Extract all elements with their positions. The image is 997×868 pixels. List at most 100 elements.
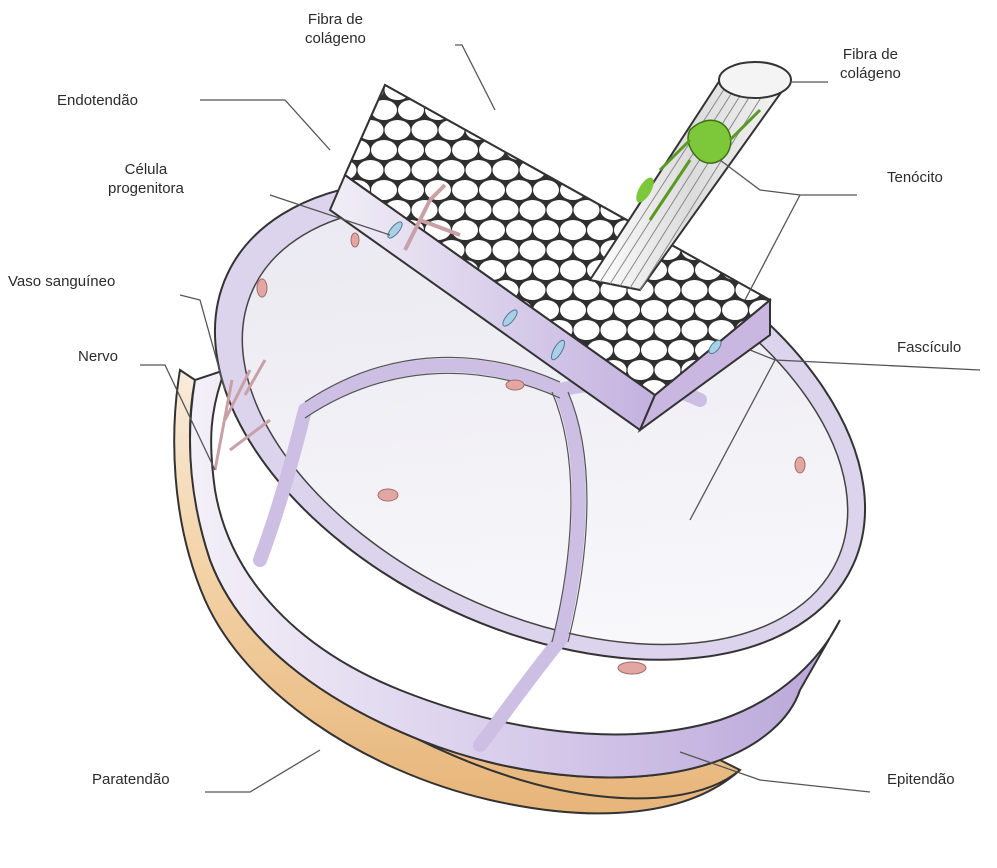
collagen-fiber <box>479 180 505 200</box>
collagen-fiber <box>533 180 559 200</box>
collagen-fiber <box>385 160 411 180</box>
collagen-fiber <box>493 240 519 260</box>
collagen-fiber <box>452 180 478 200</box>
collagen-fiber <box>628 160 654 180</box>
collagen-fiber <box>614 100 640 120</box>
collagen-fiber <box>425 140 451 160</box>
collagen-fiber <box>493 80 519 100</box>
collagen-fiber <box>722 180 748 200</box>
collagen-fiber <box>574 280 600 300</box>
collagen-fiber <box>520 280 546 300</box>
collagen-fiber <box>641 300 667 320</box>
collagen-fiber <box>695 60 721 80</box>
collagen-fiber <box>371 140 397 160</box>
collagen-fiber <box>736 200 762 220</box>
collagen-fiber <box>601 80 627 100</box>
collagen-fiber <box>547 200 573 220</box>
collagen-fiber <box>682 320 708 340</box>
collagen-fiber <box>776 140 802 160</box>
collagen-fiber <box>655 320 681 340</box>
collagen-fiber <box>398 180 424 200</box>
collagen-fiber <box>533 100 559 120</box>
collagen-fiber <box>412 120 438 140</box>
collagen-fiber <box>587 140 613 160</box>
collagen-fiber <box>331 120 357 140</box>
collagen-fiber <box>736 240 762 260</box>
collagen-fiber <box>655 280 681 300</box>
collagen-fiber <box>331 80 357 100</box>
collagen-fiber <box>749 260 775 280</box>
collagen-fiber <box>506 220 532 240</box>
label-line: progenitora <box>108 179 184 198</box>
collagen-fiber <box>668 260 694 280</box>
collagen-fiber <box>533 140 559 160</box>
collagen-fiber <box>614 140 640 160</box>
collagen-fiber <box>547 120 573 140</box>
collagen-fiber <box>520 120 546 140</box>
collagen-fiber <box>317 60 343 80</box>
collagen-fiber <box>668 60 694 80</box>
collagen-fiber <box>628 320 654 340</box>
collagen-fiber <box>344 100 370 120</box>
collagen-fiber <box>749 220 775 240</box>
collagen-fiber <box>695 220 721 240</box>
collagen-fiber <box>560 300 586 320</box>
collagen-fiber <box>574 120 600 140</box>
collagen-fiber <box>547 280 573 300</box>
collagen-fiber <box>682 280 708 300</box>
collagen-fiber <box>641 100 667 120</box>
collagen-fiber <box>601 120 627 140</box>
collagen-fiber <box>547 240 573 260</box>
collagen-fiber <box>709 280 735 300</box>
collagen-fiber <box>466 200 492 220</box>
collagen-fiber <box>668 300 694 320</box>
label-line: colágeno <box>305 29 366 48</box>
collagen-fiber <box>655 80 681 100</box>
collagen-fiber <box>560 140 586 160</box>
collagen-fiber <box>776 300 802 320</box>
collagen-fiber <box>452 140 478 160</box>
collagen-fiber <box>398 60 424 80</box>
collagen-fiber <box>520 80 546 100</box>
collagen-fiber <box>749 140 775 160</box>
collagen-fiber <box>574 320 600 340</box>
collagen-fiber <box>574 160 600 180</box>
label-line: Célula <box>108 160 184 179</box>
collagen-fiber <box>641 60 667 80</box>
collagen-fiber <box>533 260 559 280</box>
collagen-fiber <box>398 140 424 160</box>
collagen-fiber <box>614 180 640 200</box>
collagen-fiber <box>587 180 613 200</box>
collagen-fiber <box>776 220 802 240</box>
collagen-fiber <box>668 340 694 360</box>
collagen-fiber <box>614 300 640 320</box>
collagen-fiber <box>317 100 343 120</box>
collagen-fiber <box>493 200 519 220</box>
collagen-fiber <box>466 80 492 100</box>
collagen-fiber <box>412 160 438 180</box>
collagen-fiber <box>506 180 532 200</box>
collagen-fiber <box>560 220 586 240</box>
collagen-fiber <box>493 160 519 180</box>
collagen-fiber <box>587 300 613 320</box>
collagen-fiber <box>439 80 465 100</box>
label-tenocyte: Tenócito <box>887 168 943 187</box>
collagen-fiber <box>614 340 640 360</box>
collagen-fiber <box>709 200 735 220</box>
collagen-fiber <box>398 100 424 120</box>
collagen-fiber <box>587 220 613 240</box>
collagen-fiber <box>520 200 546 220</box>
collagen-fiber <box>655 120 681 140</box>
collagen-fiber <box>574 240 600 260</box>
collagen-fiber <box>560 100 586 120</box>
label-progenitor-cell: Célula progenitora <box>108 160 184 198</box>
label-collagen-fiber-right: Fibra de colágeno <box>840 45 901 83</box>
collagen-fiber <box>601 320 627 340</box>
collagen-fiber <box>641 340 667 360</box>
collagen-fiber <box>628 80 654 100</box>
collagen-fiber <box>587 60 613 80</box>
collagen-fiber <box>722 260 748 280</box>
collagen-fiber <box>736 160 762 180</box>
